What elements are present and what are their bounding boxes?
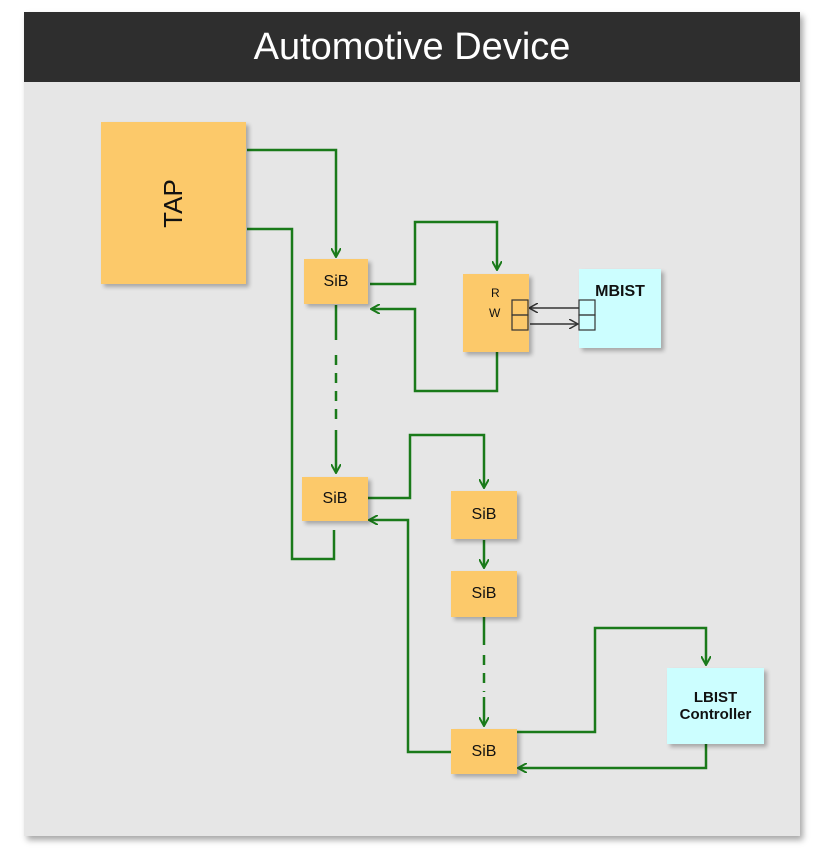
wire-tap-return <box>247 227 336 561</box>
sib-block-5: SiB <box>451 729 517 774</box>
mbist-label: MBIST <box>595 283 645 300</box>
sib-label: SiB <box>471 585 497 602</box>
mbist-port-lower <box>578 314 596 331</box>
wire-lbist-return <box>519 744 708 768</box>
mbist-block: MBIST <box>579 269 661 348</box>
wire-tap-to-sib1 <box>247 148 336 256</box>
mbist-port-upper <box>578 299 596 316</box>
rw-port-lower <box>511 314 529 331</box>
lbist-controller-block: LBIST Controller <box>667 668 764 744</box>
wire-rw-return <box>372 309 499 393</box>
sib-block-2: SiB <box>302 477 368 521</box>
diagram-title: Automotive Device <box>24 12 800 82</box>
wire-sib5-return <box>370 520 451 754</box>
wire-sib1-to-rw <box>370 220 497 286</box>
r-label: R <box>491 286 500 300</box>
sib-label: SiB <box>471 742 497 760</box>
sib-label: SiB <box>471 506 497 523</box>
wire-sib5-to-lbist <box>517 626 706 734</box>
sib-block-4: SiB <box>451 571 517 617</box>
wire-sib2-to-sib3 <box>368 433 484 500</box>
w-label: W <box>489 306 501 320</box>
sib-block-3: SiB <box>451 491 517 539</box>
sib-label: SiB <box>323 272 349 290</box>
lbist-label-line2: Controller <box>679 706 752 723</box>
rw-memory-block <box>463 274 529 352</box>
sib-label: SiB <box>322 490 348 507</box>
tap-block: TAP <box>101 122 246 284</box>
sib-block-1: SiB <box>304 259 368 304</box>
lbist-label-line1: LBIST <box>693 689 738 706</box>
